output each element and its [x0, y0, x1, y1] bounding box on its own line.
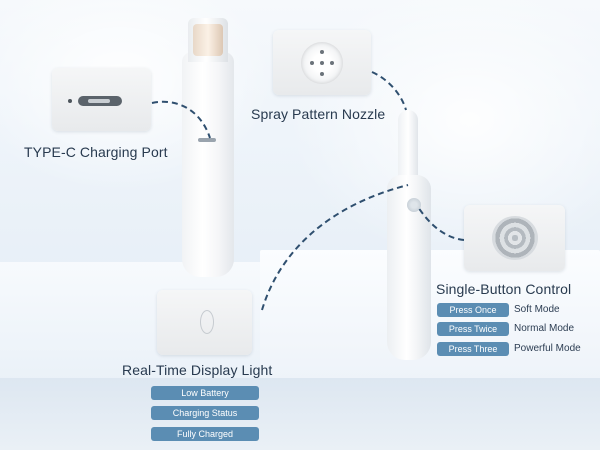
nozzle-hole — [320, 61, 324, 65]
indicator-dot — [68, 99, 72, 103]
display-light-title: Real-Time Display Light — [122, 362, 273, 378]
device-right-button — [407, 198, 421, 212]
connector-button — [417, 206, 465, 241]
light-state-badge: Charging Status — [151, 406, 259, 420]
charging-port-closeup — [52, 68, 151, 131]
mode-label: Soft Mode — [514, 304, 560, 315]
display-light-closeup — [157, 290, 252, 355]
power-button-icon — [492, 216, 538, 260]
charging-port-title: TYPE-C Charging Port — [24, 144, 168, 160]
light-state-badge: Low Battery — [151, 386, 259, 400]
connector-port — [151, 100, 211, 139]
nozzle-icon — [301, 42, 343, 84]
nozzle-hole — [320, 72, 324, 76]
floor — [0, 378, 600, 450]
nozzle-hole — [310, 61, 314, 65]
indicator-light-icon — [200, 310, 214, 334]
device-left-body — [182, 52, 234, 277]
device-right-nozzle-tip — [398, 110, 418, 180]
nozzle-hole — [320, 50, 324, 54]
mode-label: Powerful Mode — [514, 343, 581, 354]
device-left-port — [198, 138, 216, 142]
mode-press-badge: Press Three — [437, 342, 509, 356]
connector-light — [261, 184, 409, 311]
connector-nozzle — [371, 71, 407, 111]
light-state-badge: Fully Charged — [151, 427, 259, 441]
mode-press-badge: Press Twice — [437, 322, 509, 336]
device-left-cap — [193, 24, 223, 56]
button-closeup — [464, 205, 565, 271]
nozzle-hole — [330, 61, 334, 65]
nozzle-title: Spray Pattern Nozzle — [251, 106, 386, 122]
button-control-title: Single-Button Control — [436, 281, 572, 297]
nozzle-closeup — [273, 30, 371, 95]
usb-c-slot — [88, 99, 110, 103]
mode-press-badge: Press Once — [437, 303, 509, 317]
mode-label: Normal Mode — [514, 323, 575, 334]
